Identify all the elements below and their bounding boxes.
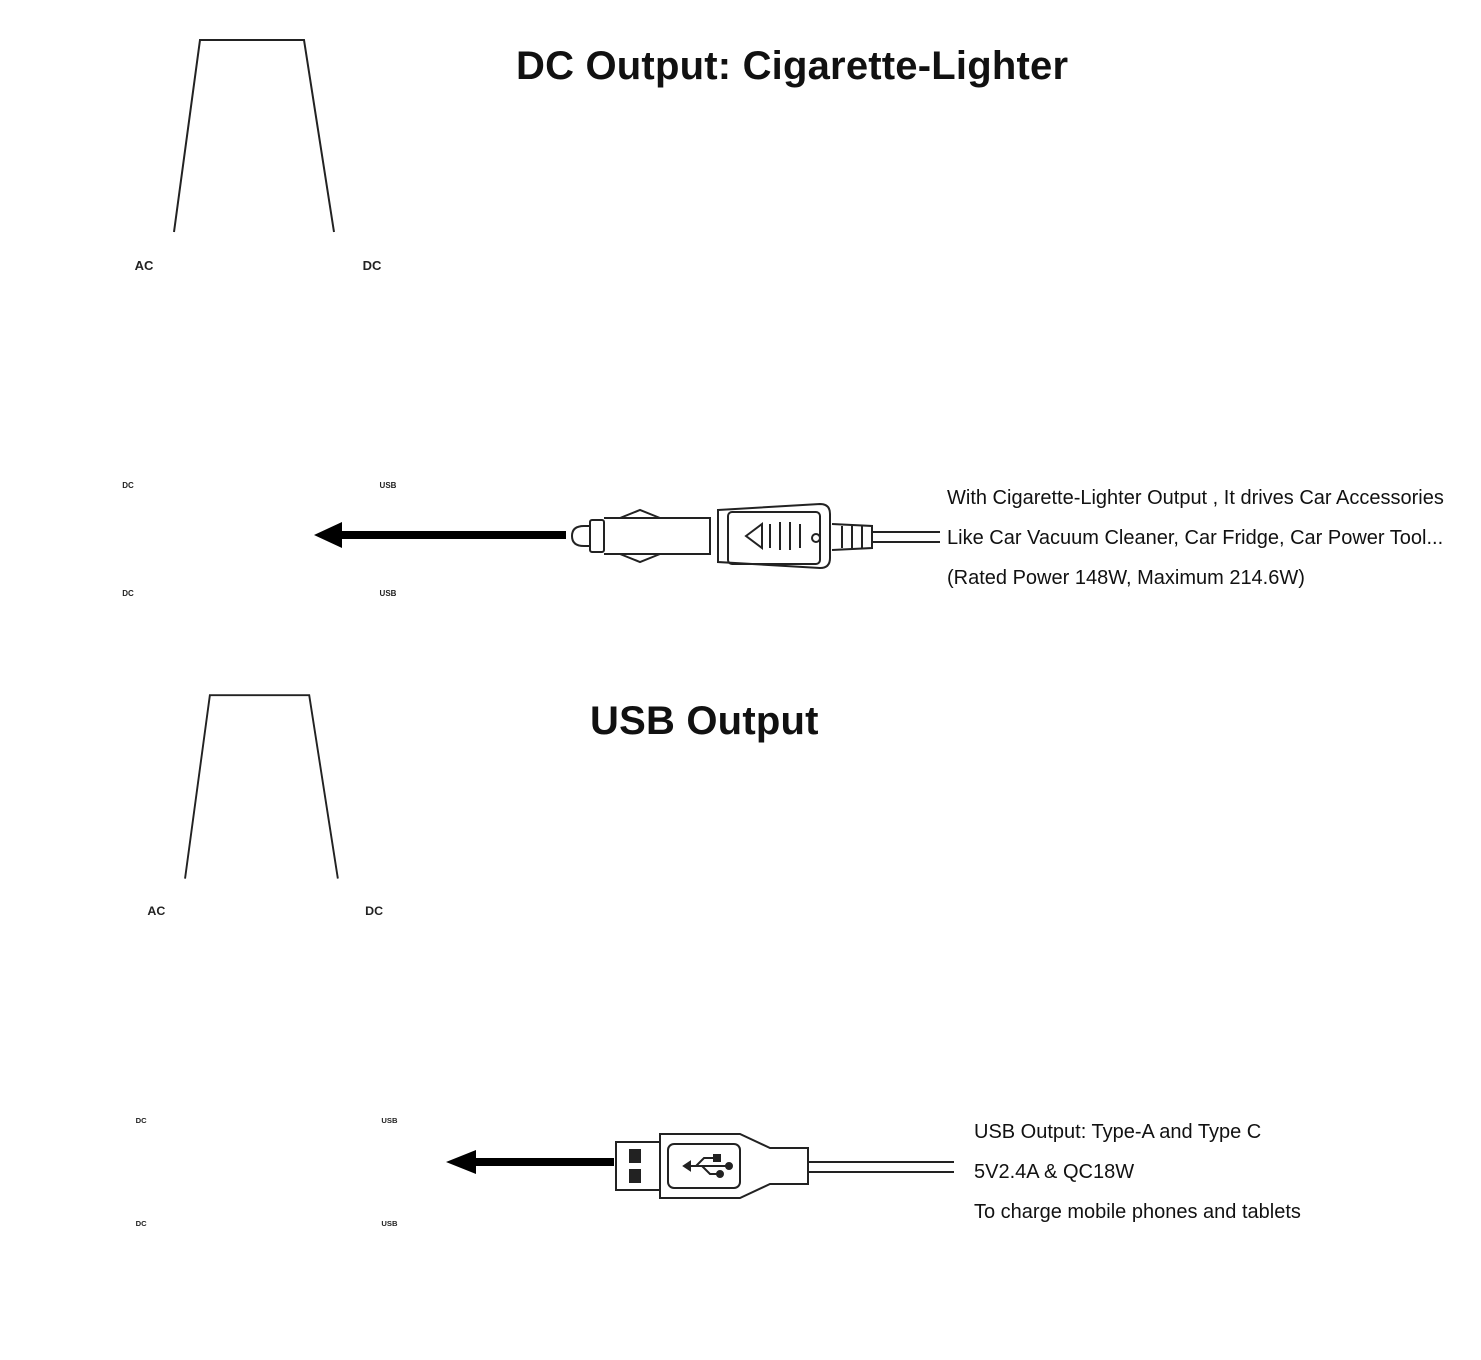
arrow-head xyxy=(314,522,342,548)
usb-port-label-bottom: USB xyxy=(381,1219,398,1228)
dc-button-label: DC xyxy=(365,904,383,918)
dc-button-label: DC xyxy=(363,258,382,273)
usb-description-line-2: 5V2.4A & QC18W xyxy=(974,1161,1135,1183)
arrow-head xyxy=(446,1150,476,1174)
dc-port-label-bottom: DC xyxy=(122,589,134,598)
usb-description-line-3: To charge mobile phones and tablets xyxy=(974,1201,1301,1223)
usb-description-line-1: USB Output: Type-A and Type C xyxy=(974,1121,1262,1143)
dc-port-label-top: DC xyxy=(136,1116,148,1125)
power-station-illustration-usb: AC DC DC DC USB USB xyxy=(136,694,398,1228)
usb-output-description: USB Output: Type-A and Type C 5V2.4A & Q… xyxy=(974,1112,1301,1232)
dc-description-line-1: With Cigarette-Lighter Output , It drive… xyxy=(947,487,1444,509)
dc-output-description: With Cigarette-Lighter Output , It drive… xyxy=(947,478,1444,598)
dc-output-title: DC Output: Cigarette-Lighter xyxy=(516,44,1069,88)
usb-port-label-top: USB xyxy=(381,1116,398,1125)
usb-output-title: USB Output xyxy=(590,699,819,743)
arrow-shaft xyxy=(474,1158,614,1166)
cigarette-lighter-plug-icon xyxy=(314,502,940,570)
dc-port-label-bottom: DC xyxy=(136,1219,148,1228)
ac-button-label: AC xyxy=(135,258,154,273)
usb-port-label-bottom: USB xyxy=(380,589,397,598)
dc-port-label-top: DC xyxy=(122,481,134,490)
arrow-shaft xyxy=(340,531,566,539)
usb-plug-icon xyxy=(446,1133,954,1199)
usb-port-label-top: USB xyxy=(380,481,397,490)
dc-description-line-2: Like Car Vacuum Cleaner, Car Fridge, Car… xyxy=(947,527,1444,549)
power-station-illustration-dc: AC DC DC DC USB USB xyxy=(122,39,397,598)
dc-description-line-3: (Rated Power 148W, Maximum 214.6W) xyxy=(947,567,1305,589)
ac-button-label: AC xyxy=(147,904,165,918)
